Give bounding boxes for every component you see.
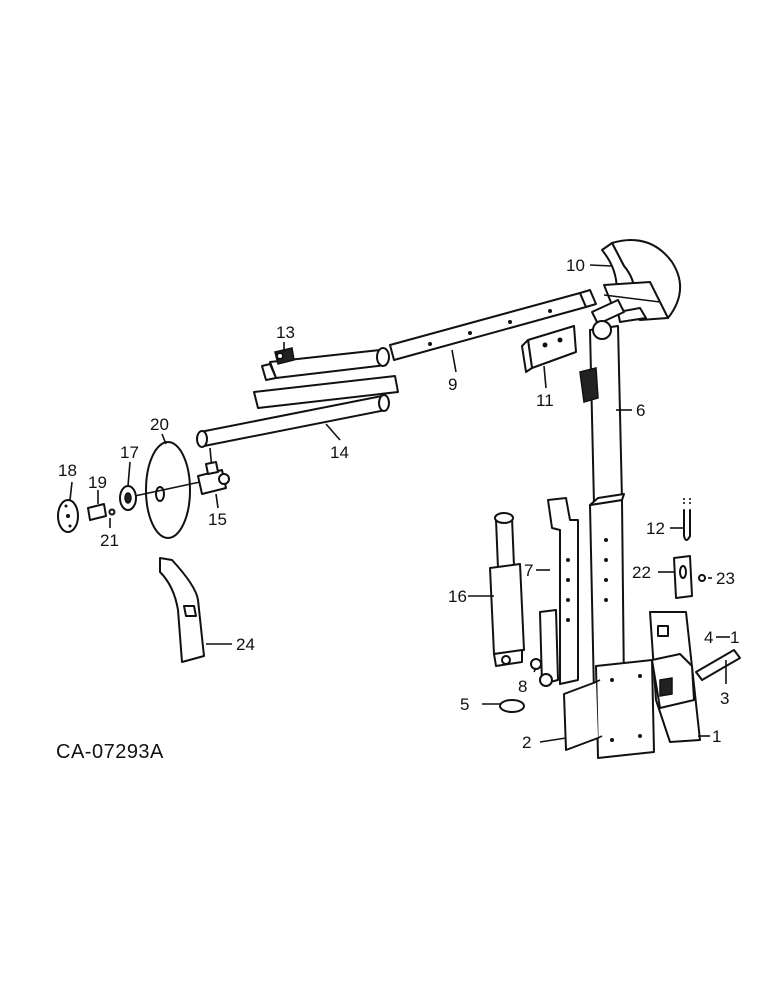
callout-12: 12 (646, 519, 665, 538)
callout-1b: 1 (712, 727, 721, 746)
callout-5: 5 (460, 695, 469, 714)
part-9-upper-arm (389, 289, 625, 361)
callout-18: 18 (58, 461, 77, 480)
part-20-disc (145, 441, 191, 539)
callout-9: 9 (448, 375, 457, 394)
part-6-post (579, 320, 625, 695)
part-18-hubcap (57, 499, 79, 533)
part-23-washer (698, 574, 706, 582)
callout-1: 1 (730, 628, 739, 647)
figure-code: CA-07293A (56, 741, 164, 763)
callout-10: 10 (566, 256, 585, 275)
callout-8: 8 (518, 677, 527, 696)
part-5-oring (499, 699, 525, 713)
callout-24: 24 (236, 635, 255, 654)
callout-23: 23 (716, 569, 735, 588)
part-21-washer (108, 508, 116, 516)
part-12-hairpin (683, 498, 691, 541)
callout-4: 4 (704, 628, 713, 647)
callout-13: 13 (276, 323, 295, 342)
part-11-bracket (521, 325, 577, 373)
callout-3: 3 (720, 689, 729, 708)
part-17-bearing (119, 485, 137, 511)
leader-lines (69, 264, 730, 743)
part-14-lower-arm (196, 394, 390, 471)
callout-22: 22 (632, 563, 651, 582)
callout-17: 17 (120, 443, 139, 462)
callout-19: 19 (88, 473, 107, 492)
part-10-shield (601, 239, 682, 323)
part-16-cylinder (489, 512, 525, 667)
part-7-strap (539, 497, 579, 687)
callout-7: 7 (524, 561, 533, 580)
part-22-link-plate (673, 555, 693, 599)
callout-labels: 10 13 9 11 6 14 20 17 18 19 21 15 12 7 2… (56, 256, 739, 763)
part-13-clamp (261, 347, 390, 381)
part-15-hub (129, 461, 230, 498)
part-14-plate (253, 375, 399, 409)
callout-2: 2 (522, 733, 531, 752)
callout-15: 15 (208, 510, 227, 529)
part-1-mounting-plate (595, 611, 701, 759)
callout-6: 6 (636, 401, 645, 420)
callout-11: 11 (536, 391, 554, 410)
part-24-scraper (159, 557, 205, 663)
part-8-ring (530, 658, 542, 670)
part-2-ubolt (563, 679, 603, 751)
callout-21: 21 (100, 531, 119, 550)
part-19-cap (87, 503, 107, 521)
callout-16: 16 (448, 587, 467, 606)
callout-20: 20 (150, 415, 169, 434)
callout-14: 14 (330, 443, 349, 462)
part-3-pin (695, 649, 741, 681)
